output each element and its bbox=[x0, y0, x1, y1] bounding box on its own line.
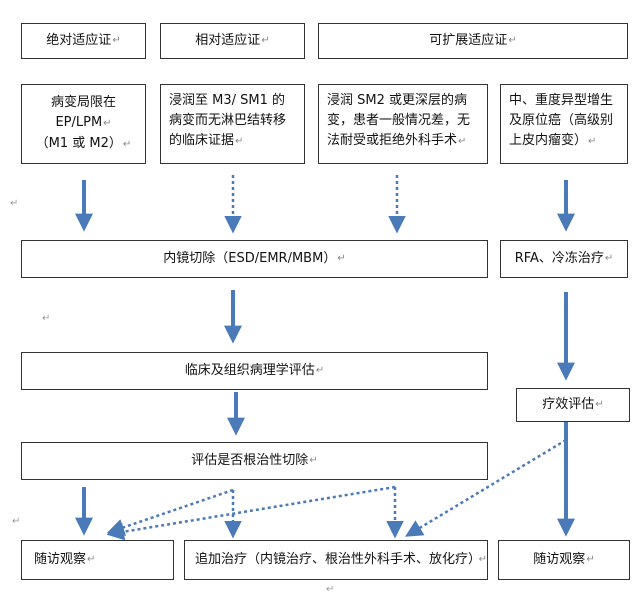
header-extended: 可扩展适应证↵ bbox=[318, 23, 628, 59]
criteria-extended-2: 中、重度异型增生及原位癌（高级别上皮内瘤变）↵ bbox=[500, 84, 628, 164]
step-pathology: 临床及组织病理学评估↵ bbox=[21, 352, 488, 390]
step-rfa: RFA、冷冻治疗↵ bbox=[500, 240, 628, 278]
step-additional-treatment: 追加治疗（内镜治疗、根治性外科手术、放化疗）↵ bbox=[184, 540, 488, 580]
criteria-absolute-line3: （M1 或 M2）↵ bbox=[35, 136, 132, 151]
dotted-arrow-curative-to-followup bbox=[106, 488, 234, 536]
criteria-relative: 浸润至 M3/ SM1 的病变而无淋巴结转移的临床证据↵ bbox=[160, 84, 305, 164]
step-followup-right: 随访观察↵ bbox=[498, 540, 630, 580]
header-absolute: 绝对适应证↵ bbox=[21, 23, 146, 59]
header-relative: 相对适应证↵ bbox=[160, 23, 305, 59]
dotted-arrow-efficacy-to-additional bbox=[405, 438, 567, 537]
criteria-extended-1: 浸润 SM2 或更深层的病变，患者一般情况差，无法耐受或拒绝外科手术↵ bbox=[318, 84, 488, 164]
step-followup-left: 随访观察↵ bbox=[21, 540, 174, 580]
return-mark: ↵ bbox=[10, 198, 19, 209]
step-curative: 评估是否根治性切除↵ bbox=[21, 442, 488, 480]
dotted-arrow-diag-to-followup bbox=[106, 485, 396, 541]
step-endoscopic-resection: 内镜切除（ESD/EMR/MBM）↵ bbox=[21, 240, 488, 278]
criteria-absolute-line2: EP/LPM↵ bbox=[55, 115, 112, 130]
return-mark: ↵ bbox=[12, 516, 21, 527]
return-mark: ↵ bbox=[42, 313, 51, 324]
step-efficacy: 疗效评估↵ bbox=[516, 388, 630, 422]
criteria-absolute: 病变局限在 EP/LPM↵ （M1 或 M2）↵ bbox=[21, 84, 146, 164]
